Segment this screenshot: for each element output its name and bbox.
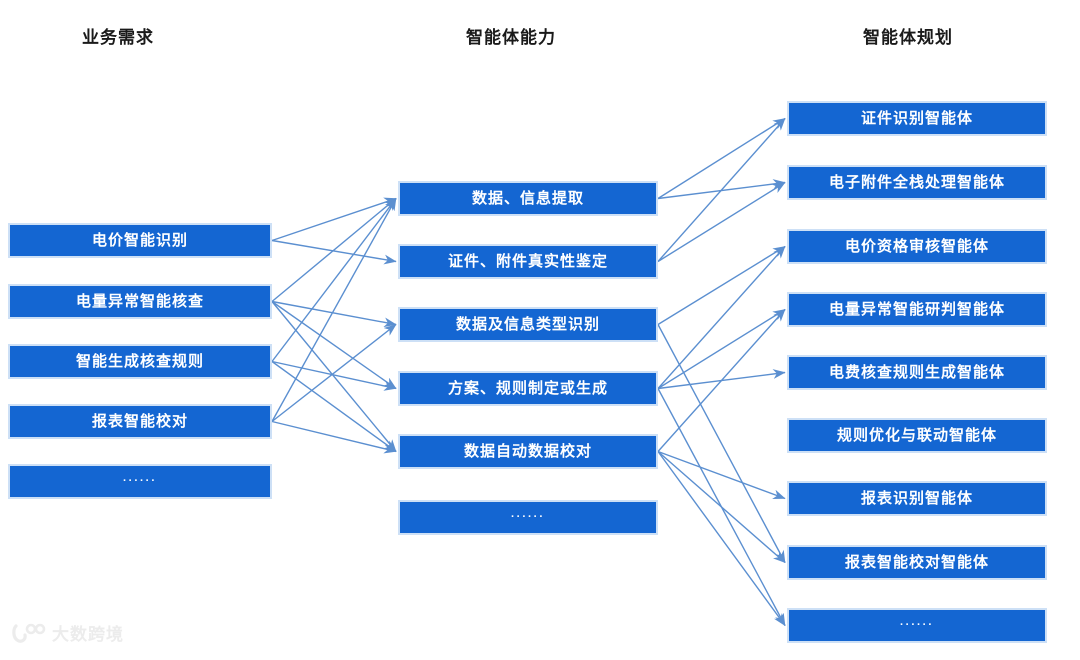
node-b4[interactable]: 报表智能校对 bbox=[8, 404, 272, 439]
node-p5[interactable]: 电费核查规则生成智能体 bbox=[787, 355, 1047, 390]
node-c5[interactable]: 数据自动数据校对 bbox=[398, 434, 658, 469]
edge-b3-to-c1 bbox=[271, 197, 397, 362]
node-b3[interactable]: 智能生成核查规则 bbox=[8, 344, 272, 379]
node-p3[interactable]: 电价资格审核智能体 bbox=[787, 229, 1047, 264]
edge-b3-to-c5 bbox=[271, 360, 397, 453]
edge-b4-to-c1 bbox=[271, 197, 397, 422]
edge-c5-to-p7 bbox=[657, 450, 786, 500]
edge-b1-to-c2 bbox=[271, 239, 397, 265]
edge-b2-to-c5 bbox=[271, 301, 397, 453]
node-c2[interactable]: 证件、附件真实性鉴定 bbox=[398, 244, 658, 279]
edge-c2-to-p2 bbox=[657, 181, 786, 263]
node-p2[interactable]: 电子附件全栈处理智能体 bbox=[787, 165, 1047, 200]
node-p4[interactable]: 电量异常智能研判智能体 bbox=[787, 292, 1047, 327]
edge-b2-to-c4 bbox=[271, 300, 397, 390]
edge-c4-to-p9 bbox=[657, 388, 786, 627]
edge-c5-to-p9 bbox=[657, 451, 786, 627]
watermark-label: 大数跨境 bbox=[52, 625, 124, 644]
column-header-3: 智能体规划 bbox=[863, 28, 953, 47]
column-header-1: 业务需求 bbox=[82, 28, 154, 47]
node-c3[interactable]: 数据及信息类型识别 bbox=[398, 307, 658, 342]
watermark: 大数跨境 bbox=[12, 620, 124, 645]
watermark-logo-icon bbox=[12, 622, 46, 644]
node-p7[interactable]: 报表识别智能体 bbox=[787, 481, 1047, 516]
edge-c4-to-p5 bbox=[657, 369, 786, 390]
edge-c2-to-p1 bbox=[657, 117, 786, 262]
edge-c3-to-p8 bbox=[657, 324, 786, 564]
edge-b4-to-c5 bbox=[271, 420, 397, 454]
column-header-2: 智能体能力 bbox=[466, 28, 556, 47]
node-p9[interactable]: ······ bbox=[787, 608, 1047, 643]
edge-c4-to-p4 bbox=[657, 308, 786, 390]
edge-c5-to-p4 bbox=[657, 308, 786, 452]
node-p6[interactable]: 规则优化与联动智能体 bbox=[787, 418, 1047, 453]
node-p8[interactable]: 报表智能校对智能体 bbox=[787, 545, 1047, 580]
edge-b1-to-c1 bbox=[271, 197, 397, 242]
node-b5[interactable]: ······ bbox=[8, 464, 272, 499]
node-c1[interactable]: 数据、信息提取 bbox=[398, 181, 658, 216]
edge-c1-to-p1 bbox=[657, 117, 786, 200]
node-b2[interactable]: 电量异常智能核查 bbox=[8, 284, 272, 319]
edge-c5-to-p8 bbox=[657, 450, 786, 564]
edge-b2-to-c3 bbox=[271, 300, 397, 328]
edge-b4-to-c3 bbox=[271, 323, 397, 423]
edge-c4-to-p3 bbox=[657, 245, 786, 389]
edge-b2-to-c1 bbox=[271, 197, 397, 303]
edge-c3-to-p3 bbox=[657, 245, 786, 326]
edge-b3-to-c4 bbox=[271, 360, 397, 391]
node-p1[interactable]: 证件识别智能体 bbox=[787, 101, 1047, 136]
node-c4[interactable]: 方案、规则制定或生成 bbox=[398, 371, 658, 406]
edge-c1-to-p2 bbox=[657, 179, 786, 200]
node-c6[interactable]: ······ bbox=[398, 500, 658, 535]
node-b1[interactable]: 电价智能识别 bbox=[8, 223, 272, 258]
